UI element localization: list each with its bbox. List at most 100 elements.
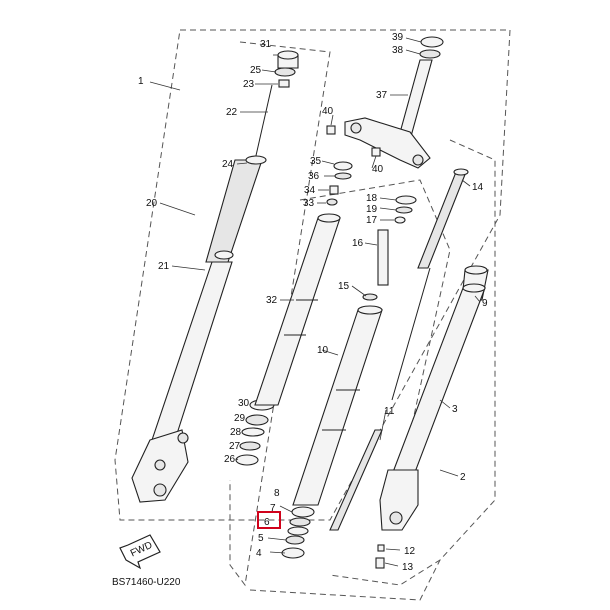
label-3: 3	[452, 404, 458, 415]
seal-26	[235, 454, 259, 466]
part-36	[334, 172, 352, 180]
seal-27	[239, 441, 261, 451]
label-18: 18	[366, 193, 378, 204]
left-fork-assembly	[131, 84, 273, 503]
seal-7	[289, 517, 311, 527]
label-6: 6	[264, 517, 270, 528]
group-outline-right-fork	[329, 139, 496, 586]
label-20: 20	[146, 198, 158, 209]
part-19	[395, 206, 413, 214]
seal-29	[245, 414, 269, 426]
label-19: 19	[366, 204, 378, 215]
outer-tube-3-top	[462, 283, 486, 293]
part-15	[362, 293, 378, 301]
spring-lower	[214, 250, 234, 260]
label-30: 30	[238, 398, 250, 409]
left-seal-stack	[235, 399, 275, 466]
label-1: 1	[138, 76, 144, 87]
fork-rod	[391, 267, 431, 401]
label-24: 24	[222, 159, 234, 170]
label-13: 13	[402, 562, 414, 573]
washer-25	[274, 67, 296, 77]
label-27: 27	[229, 441, 241, 452]
label-16: 16	[352, 238, 364, 249]
group-outline-inner-right	[299, 179, 451, 481]
center-right-tube	[292, 229, 389, 531]
left-axle-hole	[153, 483, 167, 497]
under-bracket	[344, 117, 431, 169]
steering-stem	[326, 36, 444, 224]
tube-10-top	[357, 305, 383, 315]
label-26: 26	[224, 454, 236, 465]
label-21: 21	[158, 261, 170, 272]
part-34	[329, 185, 339, 195]
outer-tube-3	[389, 287, 486, 481]
label-4: 4	[256, 548, 262, 559]
label-39: 39	[392, 32, 404, 43]
highlight-box	[257, 511, 281, 529]
seal-28	[241, 427, 265, 437]
label-17: 17	[366, 215, 378, 226]
spring-14	[417, 171, 467, 269]
left-outer-tube	[151, 261, 233, 441]
group-outline-bottom	[249, 559, 441, 601]
label-40-top: 40	[322, 106, 334, 117]
nut-23	[278, 79, 290, 88]
cap-31-top	[277, 50, 299, 60]
label-35: 35	[310, 156, 322, 167]
label-34: 34	[304, 185, 316, 196]
tube-32-top	[317, 213, 341, 223]
label-40-mid: 40	[372, 164, 384, 175]
bolt-40-top	[326, 125, 336, 135]
bracket-hole-right	[412, 154, 424, 166]
group-outline-inner-left	[229, 41, 331, 587]
bolt-12	[377, 544, 385, 552]
right-axle-bracket	[379, 469, 419, 531]
label-33: 33	[303, 198, 315, 209]
part-35	[333, 161, 353, 171]
label-28: 28	[230, 427, 242, 438]
label-7: 7	[270, 503, 276, 514]
fwd-arrow: FWD	[119, 534, 161, 570]
tube-9-top	[464, 265, 488, 275]
label-37: 37	[376, 90, 388, 101]
caliper-mount	[177, 432, 189, 444]
tube-10	[292, 309, 383, 506]
seal-8	[291, 506, 315, 518]
label-23: 23	[243, 79, 255, 90]
caliper-mount-2	[154, 459, 166, 471]
label-25: 25	[250, 65, 262, 76]
bracket-hole-left	[350, 122, 362, 134]
spring-14-top	[453, 168, 469, 176]
left-inner-tube	[205, 159, 263, 263]
label-22: 22	[226, 107, 238, 118]
tube-32	[254, 217, 341, 406]
label-2: 2	[460, 472, 466, 483]
lower-seal-stack	[281, 506, 315, 559]
nut-39	[420, 36, 444, 48]
label-8: 8	[274, 488, 280, 499]
part-labels: 1 2 3 4 5 6 7 8 9 10 11 12 13 14 15 16 1…	[138, 32, 488, 573]
damper-11	[329, 429, 383, 531]
label-36: 36	[308, 171, 320, 182]
leader-lines	[149, 37, 481, 567]
right-axle-hole	[389, 511, 403, 525]
fwd-arrow-shape	[119, 534, 161, 570]
left-top-cap-parts	[274, 50, 299, 88]
label-29: 29	[234, 413, 246, 424]
bolt-13	[375, 557, 385, 569]
label-32: 32	[266, 295, 278, 306]
label-5: 5	[258, 533, 264, 544]
part-33	[326, 198, 338, 206]
rod-16	[377, 229, 389, 286]
center-left-tube	[254, 161, 353, 406]
label-9: 9	[482, 298, 488, 309]
right-fork-assembly	[375, 168, 489, 569]
label-12: 12	[404, 546, 416, 557]
label-31: 31	[260, 39, 272, 50]
label-11: 11	[384, 406, 395, 417]
label-14: 14	[472, 182, 484, 193]
seal-4	[281, 547, 305, 559]
seal-6	[287, 526, 309, 536]
